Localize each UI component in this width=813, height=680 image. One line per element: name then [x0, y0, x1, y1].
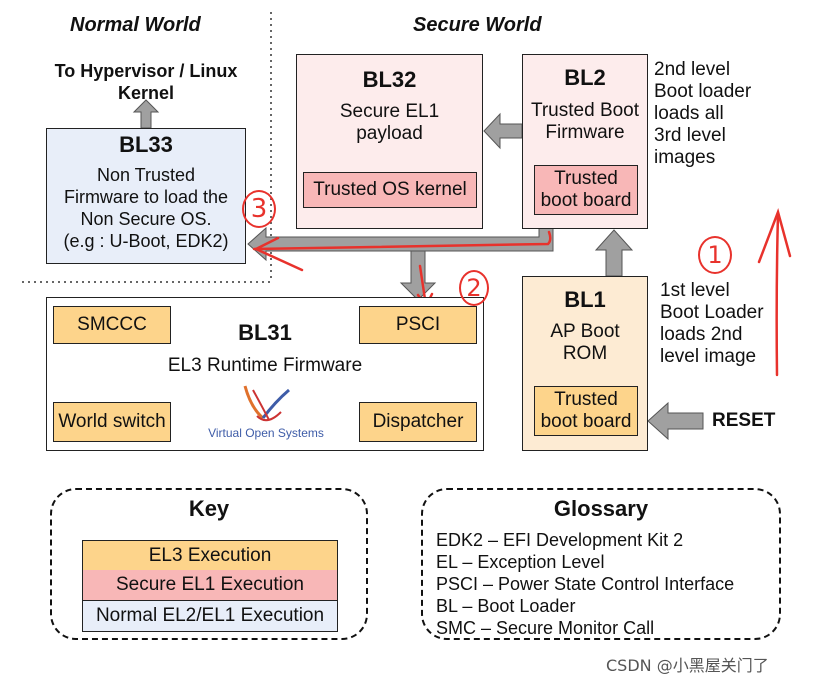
bl1-text: AP Boot ROM [523, 321, 647, 365]
glossary-title: Glossary [553, 496, 649, 521]
bl2-title: BL2 [564, 65, 606, 90]
bl2-trusted-boot-board-chip: Trusted boot board [534, 165, 638, 215]
vos-logo-mark [243, 385, 290, 422]
bl2-side-line: Boot loader [654, 81, 752, 102]
key-normal-el: Normal EL2/EL1 Execution [82, 601, 338, 632]
bl33-text: Non Trusted Firmware to load the Non Sec… [47, 164, 245, 252]
bl33-line: Non Trusted [96, 165, 196, 185]
bl33-line: Firmware to load the [63, 187, 229, 207]
bl2-side-line: 3rd level [654, 125, 726, 146]
bl33-line: (e.g : U-Boot, EDK2) [63, 231, 229, 251]
key-title: Key [188, 496, 230, 521]
psci-chip: PSCI [359, 306, 477, 344]
bl32-box: BL32 Secure EL1 payload Trusted OS kerne… [296, 54, 483, 229]
red-arrowhead-b [254, 236, 280, 251]
bl2-side-text: 2nd level Boot loader loads all 3rd leve… [654, 59, 751, 169]
arrow-bl2-to-bl32 [483, 112, 523, 150]
watermark: CSDN @小黑屋关门了 [606, 656, 769, 675]
bl1-trusted-boot-board-chip: Trusted boot board [534, 386, 638, 436]
red-annotations [252, 207, 792, 377]
arrow-bl33-up [132, 99, 160, 129]
bl2-line: Trusted Boot [530, 100, 640, 121]
secure-world-header: Secure World [413, 14, 542, 36]
bl2-side-line: images [654, 147, 716, 168]
bl2-box: BL2 Trusted Boot Firmware Trusted boot b… [522, 54, 648, 229]
bl2-side-line: 2nd level [654, 59, 731, 80]
bl1-title: BL1 [564, 287, 606, 312]
bl33-box: BL33 Non Trusted Firmware to load the No… [46, 128, 246, 264]
bl31-title: BL31 [238, 320, 292, 345]
bl32-title: BL32 [362, 67, 417, 92]
key-box: Key EL3 Execution Secure EL1 Execution N… [50, 488, 368, 640]
annotation-three: 3 [242, 190, 276, 228]
bl2-chip-line: Trusted [554, 168, 618, 189]
bl32-line: Secure EL1 [339, 101, 440, 122]
bl32-text: Secure EL1 payload [297, 101, 482, 145]
top-label-line1: To Hypervisor / Linux [54, 61, 238, 81]
glossary-item: EL – Exception Level [436, 552, 605, 572]
bl1-chip-line: Trusted [554, 389, 618, 410]
red-arrowhead-up [757, 207, 792, 264]
arrow-to-bl31 [399, 250, 437, 301]
glossary-item: SMC – Secure Monitor Call [436, 618, 655, 638]
bl1-side-text: 1st level Boot Loader loads 2nd level im… [660, 280, 764, 368]
arrow-reset [647, 401, 704, 441]
bl2-text: Trusted Boot Firmware [523, 100, 647, 144]
dispatcher-chip: Dispatcher [359, 402, 477, 442]
bl2-line: Firmware [545, 122, 625, 143]
virtual-open-systems-logo: Virtual Open Systems [195, 382, 337, 442]
annotation-one: 1 [698, 236, 732, 274]
smccc-chip: SMCCC [53, 306, 171, 344]
bl1-side-line: level image [660, 346, 757, 367]
bl31-subtitle: EL3 Runtime Firmware [167, 355, 363, 376]
arrow-bl1-to-bl2 [594, 229, 634, 277]
bl2-chip-line: boot board [540, 190, 632, 211]
bl31-box: BL31 EL3 Runtime Firmware SMCCC PSCI Wor… [46, 297, 484, 451]
trusted-os-kernel-chip: Trusted OS kernel [303, 172, 477, 208]
reset-label: RESET [712, 410, 776, 431]
arrow-bl2-to-bl33 [247, 226, 554, 262]
glossary-item: PSCI – Power State Control Interface [436, 574, 735, 594]
glossary-box: Glossary EDK2 – EFI Development Kit 2 EL… [421, 488, 781, 640]
red-path-bl2-to-bl33 [252, 230, 552, 251]
bl2-side-line: loads all [654, 103, 724, 124]
bl1-chip-line: boot board [540, 411, 632, 432]
bl1-side-line: Boot Loader [660, 302, 764, 323]
annotation-two: 2 [459, 270, 489, 306]
bl1-side-line: 1st level [660, 280, 730, 301]
bl33-line: Non Secure OS. [80, 209, 212, 229]
world-switch-chip: World switch [53, 402, 171, 442]
bl32-line: payload [356, 123, 423, 144]
red-arrowhead-a [254, 247, 304, 272]
key-el3: EL3 Execution [82, 540, 338, 571]
vos-logo-text: Virtual Open Systems [208, 426, 324, 440]
glossary-item: BL – Boot Loader [436, 596, 576, 616]
top-label: To Hypervisor / Linux Kernel [30, 60, 262, 104]
red-path-up [775, 212, 780, 377]
bl1-line: AP Boot [550, 321, 620, 342]
key-secure-el1: Secure EL1 Execution [82, 570, 338, 601]
bl33-title: BL33 [119, 132, 173, 157]
bl1-side-line: loads 2nd [660, 324, 743, 345]
top-label-line2: Kernel [117, 83, 175, 103]
bl1-line: ROM [562, 343, 608, 364]
glossary-item: EDK2 – EFI Development Kit 2 [436, 530, 684, 550]
bl1-box: BL1 AP Boot ROM Trusted boot board [522, 276, 648, 451]
normal-world-header: Normal World [70, 14, 201, 36]
glossary-list: EDK2 – EFI Development Kit 2 EL – Except… [436, 529, 734, 639]
